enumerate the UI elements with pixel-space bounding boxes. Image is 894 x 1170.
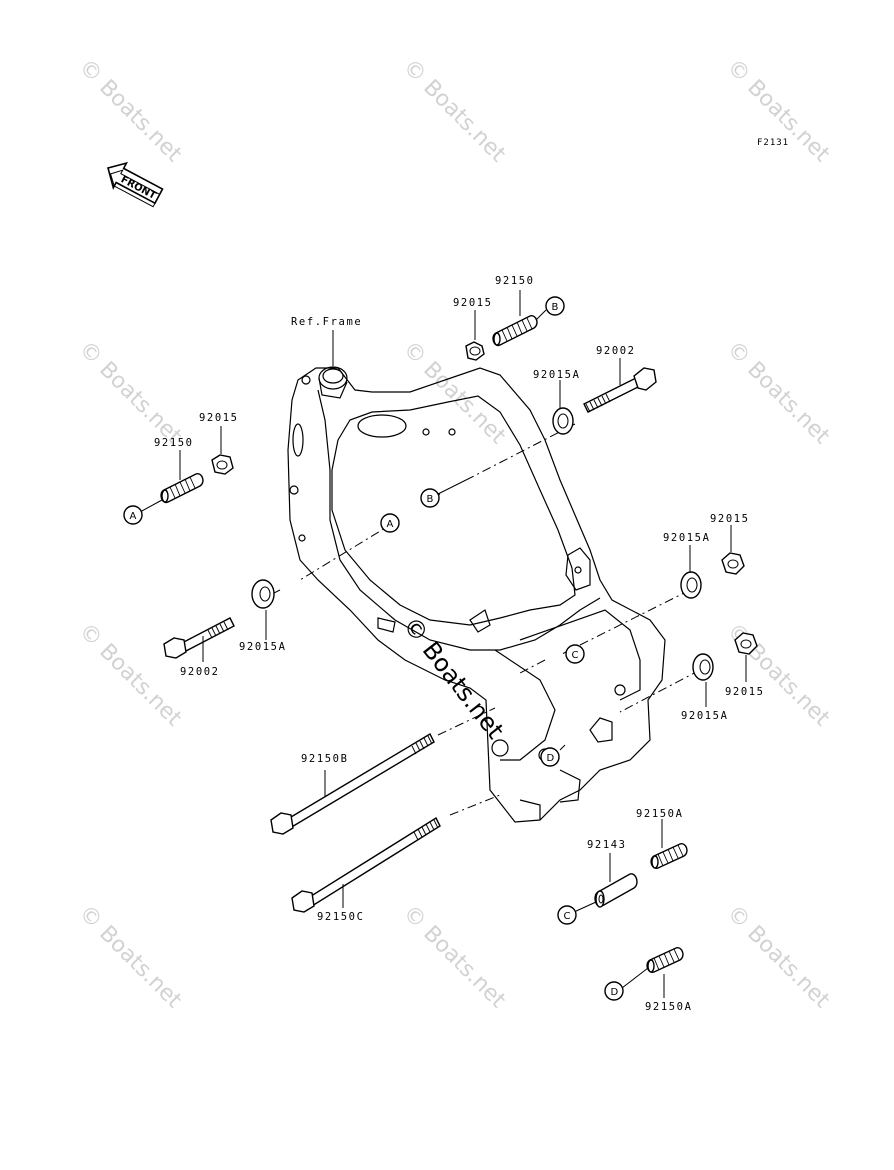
label-92150b: 92150B bbox=[301, 753, 349, 765]
bolt-92002-left: 92002 bbox=[163, 617, 235, 678]
watermark: © Boats.net bbox=[722, 337, 835, 450]
label-92015-top: 92015 bbox=[453, 297, 493, 309]
collar-92015a-mid: 92015A bbox=[663, 532, 711, 599]
nut-92015-top: 92015 bbox=[453, 297, 493, 361]
watermark: © Boats.net bbox=[74, 619, 187, 732]
collar-92015a-upper: 92015A bbox=[533, 369, 581, 435]
label-92150-top: 92150 bbox=[495, 275, 535, 287]
label-92150a-lower: 92150A bbox=[645, 1001, 693, 1013]
nut-92015-right-upper: 92015 bbox=[710, 513, 750, 575]
collar-92015a-lower: 92015A bbox=[681, 653, 729, 722]
callout-a-frame: A bbox=[380, 513, 400, 533]
callout-d: D bbox=[611, 987, 619, 998]
nut-92015-left: 92015 bbox=[199, 412, 239, 475]
callout-c: C bbox=[564, 911, 571, 922]
collar-92015a-left: 92015A bbox=[239, 579, 287, 653]
front-arrow-icon: FRONT bbox=[107, 161, 164, 208]
watermark: © Boats.net bbox=[74, 55, 187, 168]
watermark-grid: © Boats.net © Boats.net © Boats.net © Bo… bbox=[74, 55, 835, 1014]
label-92150-left: 92150 bbox=[154, 437, 194, 449]
callout-b-frame: B bbox=[420, 477, 471, 508]
stud-92150a-upper: 92150A bbox=[636, 808, 688, 869]
callout-a: A bbox=[130, 511, 137, 522]
watermark: © Boats.net bbox=[722, 619, 835, 732]
watermark: © Boats.net bbox=[398, 901, 511, 1014]
frame-outline bbox=[287, 366, 666, 823]
watermark: © Boats.net bbox=[74, 901, 187, 1014]
stud-92150-left: 92150 A bbox=[123, 437, 204, 525]
bolt-92150c: 92150C bbox=[291, 816, 441, 923]
watermark: © Boats.net bbox=[74, 337, 187, 450]
callout-c-frame: C bbox=[565, 644, 585, 664]
label-92143: 92143 bbox=[587, 839, 627, 851]
label-92002-left: 92002 bbox=[180, 666, 220, 678]
sleeve-92143: 92143 C bbox=[557, 839, 638, 925]
callout-d-frame: D bbox=[540, 747, 560, 767]
watermark: © Boats.net bbox=[398, 55, 511, 168]
watermark: © Boats.net bbox=[398, 337, 511, 450]
label-92150a-upper: 92150A bbox=[636, 808, 684, 820]
bolt-92002-right: 92002 bbox=[583, 345, 657, 413]
label-92015-right-lower: 92015 bbox=[725, 686, 765, 698]
svg-text:A: A bbox=[387, 519, 394, 530]
callout-b: B bbox=[552, 302, 559, 313]
watermark: © Boats.net bbox=[722, 901, 835, 1014]
label-92015-left: 92015 bbox=[199, 412, 239, 424]
nut-92015-right-lower: 92015 bbox=[725, 632, 765, 698]
svg-text:D: D bbox=[547, 753, 555, 764]
label-92015a-upper: 92015A bbox=[533, 369, 581, 381]
label-92015a-mid: 92015A bbox=[663, 532, 711, 544]
svg-text:B: B bbox=[427, 494, 434, 505]
ref-frame-label: Ref.Frame bbox=[291, 316, 362, 328]
watermark: © Boats.net bbox=[722, 55, 835, 168]
watermark-center: © Boats.net bbox=[397, 611, 509, 744]
label-92150c: 92150C bbox=[317, 911, 365, 923]
label-92015-right-upper: 92015 bbox=[710, 513, 750, 525]
label-92015a-lower: 92015A bbox=[681, 710, 729, 722]
label-92015a-left: 92015A bbox=[239, 641, 287, 653]
bolt-92150b: 92150B bbox=[270, 733, 435, 835]
label-92002-right: 92002 bbox=[596, 345, 636, 357]
diagram-code: F2131 bbox=[757, 138, 789, 148]
svg-text:C: C bbox=[572, 650, 579, 661]
stud-92150a-lower: 92150A D bbox=[604, 947, 693, 1013]
stud-92150-top: 92150 B bbox=[492, 275, 565, 347]
